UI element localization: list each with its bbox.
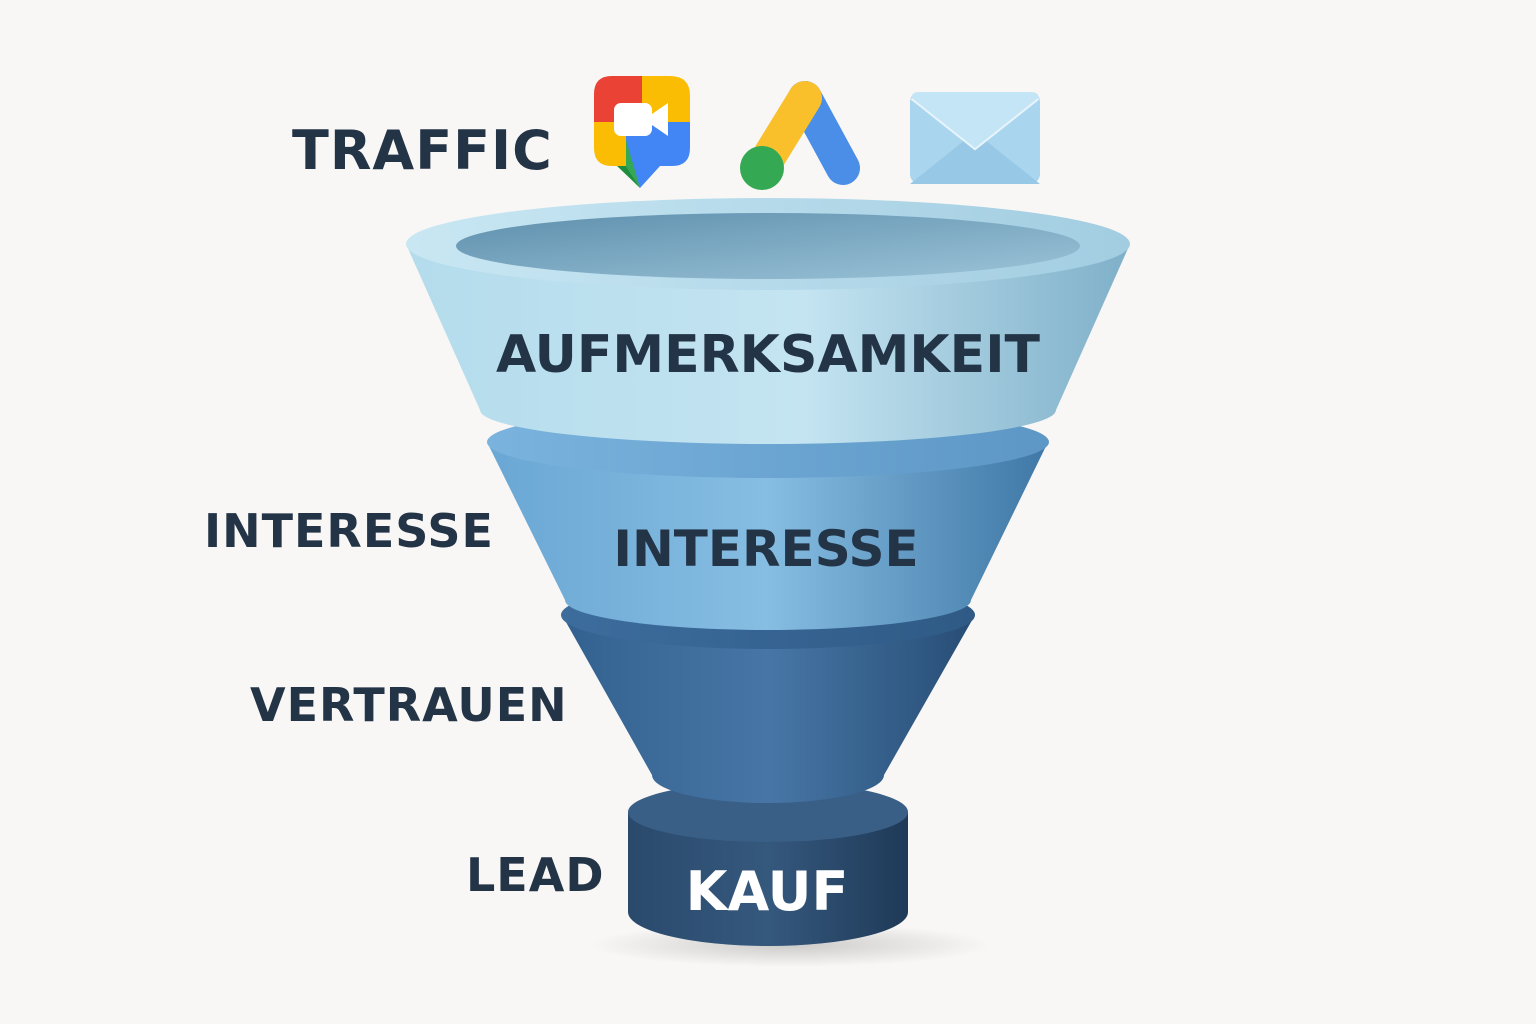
interesse-side-label: INTERESSE (204, 504, 494, 558)
google-meet-icon (594, 76, 690, 188)
google-ads-icon (740, 81, 860, 190)
traffic-label: TRAFFIC (292, 119, 553, 182)
stage-label-interesse: INTERESSE (613, 520, 918, 578)
stage-label-aufmerksamkeit: AUFMERKSAMKEIT (496, 325, 1041, 385)
lead-label: LEAD (466, 848, 605, 902)
email-envelope-icon (910, 92, 1040, 184)
funnel-stage-aufmerksamkeit (406, 198, 1130, 444)
stage-label-kauf: KAUF (686, 860, 849, 923)
vertrauen-label: VERTRAUEN (250, 678, 568, 732)
